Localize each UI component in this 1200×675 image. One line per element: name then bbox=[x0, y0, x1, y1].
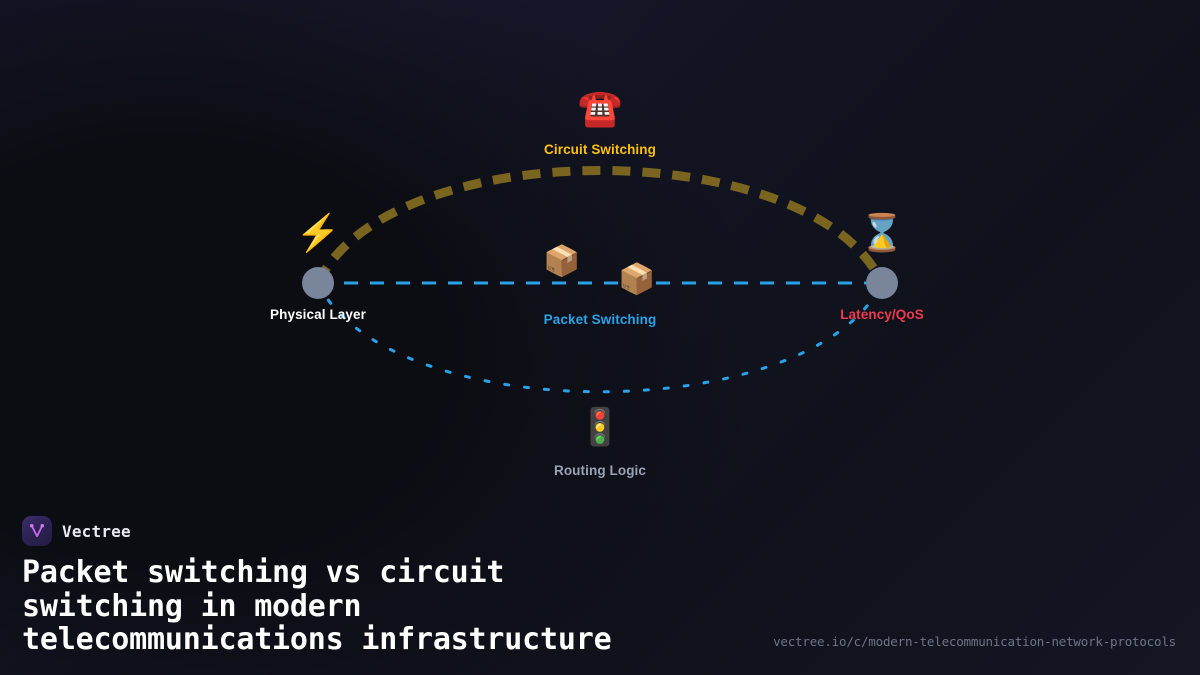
node-label-physical: Physical Layer bbox=[270, 307, 366, 322]
node-dot-latency[interactable] bbox=[866, 267, 898, 299]
node-label-packet: Packet Switching bbox=[543, 312, 657, 327]
node-label-routing: Routing Logic bbox=[553, 463, 647, 478]
packet-box-2: 📦 bbox=[618, 263, 656, 296]
node-dot-physical[interactable] bbox=[302, 267, 334, 299]
packet-box-1: 📦 bbox=[543, 245, 581, 278]
vectree-tree-icon bbox=[22, 516, 52, 547]
diagram-edges bbox=[313, 166, 887, 394]
node-label-latency: Latency/QoS bbox=[840, 307, 924, 322]
card-footer: Vectree Packet switching vs circuit swit… bbox=[0, 516, 1200, 675]
edge-physical-latency-arc-top bbox=[313, 166, 887, 285]
source-url: vectree.io/c/modern-telecommunication-ne… bbox=[773, 634, 1176, 649]
high-voltage-icon: ⚡ bbox=[295, 212, 341, 253]
traffic-light-icon: 🚦 bbox=[577, 406, 623, 447]
brand-name: Vectree bbox=[62, 521, 131, 541]
page-title: Packet switching vs circuit switching in… bbox=[22, 555, 612, 658]
telephone-icon: ☎️ bbox=[577, 87, 623, 128]
hourglass-icon: ⌛ bbox=[859, 212, 905, 253]
edge-physical-latency-arc-bottom bbox=[316, 281, 884, 394]
brand-row: Vectree bbox=[22, 516, 1178, 547]
node-label-circuit: Circuit Switching bbox=[544, 142, 656, 157]
